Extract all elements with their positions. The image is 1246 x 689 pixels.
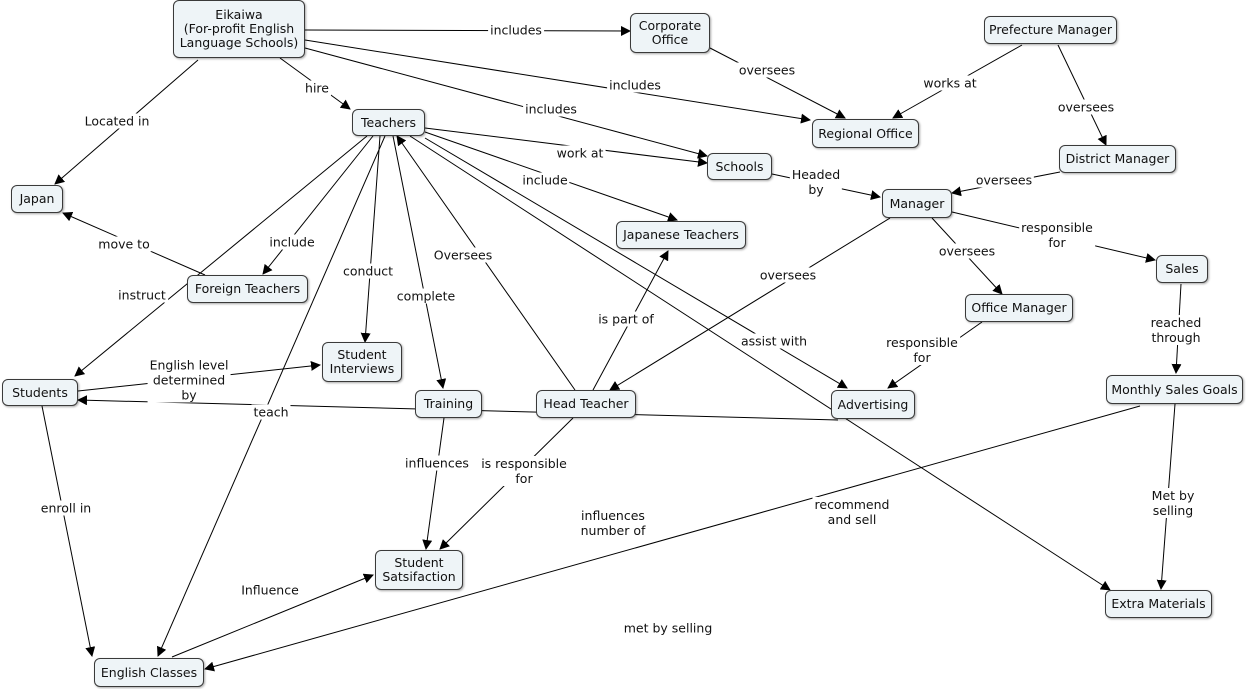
link-label-complete: complete [394,288,458,304]
concept-japanese-teachers[interactable]: Japanese Teachers [616,221,746,249]
link-label-responsible-sales: responsible for [1019,220,1095,250]
connector-teachers-extra [409,135,1111,591]
connector-classes-satisfaction [171,573,374,658]
connector-teachers-interviews [360,135,381,343]
connector-goals-classes [204,405,1141,672]
connector-eikaiwa-regional [304,39,811,124]
concept-schools[interactable]: Schools [707,153,772,180]
concept-office-manager[interactable]: Office Manager [965,294,1073,322]
link-label-influences-satisfaction: influences [403,455,471,471]
link-label-influences-number-of: influences number of [578,508,648,538]
link-label-include-foreign: include [267,234,317,250]
connector-corporate-regional [709,47,846,119]
concept-eikaiwa[interactable]: Eikaiwa (For-profit English Language Sch… [173,0,305,58]
link-label-move-to: move to [96,236,152,252]
concept-foreign-teachers[interactable]: Foreign Teachers [187,275,308,303]
concept-regional-office[interactable]: Regional Office [812,119,919,148]
connector-prefecture-district [1057,44,1107,146]
link-label-met-by-selling-classes: met by selling [621,620,715,636]
connector-teachers-students [74,135,368,377]
link-label-oversees-teachers: Oversees [431,247,495,263]
link-label-oversees-manager: oversees [973,172,1035,188]
link-label-includes-schools: includes [523,101,579,117]
connector-manager-headteacher [609,217,891,391]
link-label-influence: Influence [239,582,301,598]
connector-students-classes [41,405,96,657]
link-label-work-at: work at [554,145,606,161]
concept-monthly-sales-goals[interactable]: Monthly Sales Goals [1106,375,1243,404]
connector-teachers-classes [157,135,386,657]
link-label-responsible-advertising: responsible for [884,335,960,365]
connector-eikaiwa-corporate [304,25,631,36]
connector-teachers-training [392,135,447,389]
concept-students[interactable]: Students [2,379,78,406]
link-label-located-in: Located in [82,113,152,129]
link-label-met-by-selling-materials: Met by selling [1136,488,1210,518]
concept-english-classes[interactable]: English Classes [94,658,204,687]
concept-corporate-office[interactable]: Corporate Office [630,13,710,53]
connector-headteacher-teachers [396,135,576,391]
link-label-includes-corporate: includes [488,22,544,38]
concept-prefecture-manager[interactable]: Prefecture Manager [984,16,1117,44]
link-label-works-at: works at [921,75,979,91]
concept-manager[interactable]: Manager [882,189,952,218]
concept-teachers[interactable]: Teachers [352,109,425,136]
link-label-is-part-of: is part of [596,311,656,327]
link-label-oversees-office: oversees [936,243,998,259]
link-label-enroll-in: enroll in [38,500,94,516]
concept-sales[interactable]: Sales [1156,255,1208,283]
connector-teachers-advertising [424,137,848,389]
concept-japan[interactable]: Japan [11,185,63,213]
link-label-oversees-corporate: oversees [736,62,798,78]
link-label-recommend-and-sell: recommend and sell [812,497,892,527]
link-label-oversees-district: oversees [1055,99,1117,115]
link-label-conduct: conduct [340,263,396,279]
concept-extra-materials[interactable]: Extra Materials [1105,590,1212,618]
link-label-english-level: English level determined by [147,357,231,403]
concept-student-interviews[interactable]: Student Interviews [322,342,402,382]
link-label-assist-with: assist with [738,333,810,349]
link-label-teach: teach [251,404,291,420]
link-label-include-japanese: include [520,172,570,188]
link-label-hire: hire [303,80,331,96]
link-label-is-responsible-for: is responsible for [479,456,569,486]
link-label-oversees-head: oversees [757,267,819,283]
concept-head-teacher[interactable]: Head Teacher [536,390,636,418]
link-label-headed-by: Headed by [789,167,843,197]
connector-training-satisfaction [422,417,445,550]
concept-student-satisfaction[interactable]: Student Satsifaction [375,550,463,590]
link-label-reached-through: reached through [1141,315,1211,345]
connector-eikaiwa-schools [304,47,708,159]
link-label-instruct: instruct [116,287,168,303]
concept-training[interactable]: Training [415,390,482,418]
link-label-includes-regional: includes [607,77,663,93]
concept-advertising[interactable]: Advertising [831,390,915,419]
connector-teachers-foreign [262,135,374,275]
concept-district-manager[interactable]: District Manager [1059,145,1176,173]
